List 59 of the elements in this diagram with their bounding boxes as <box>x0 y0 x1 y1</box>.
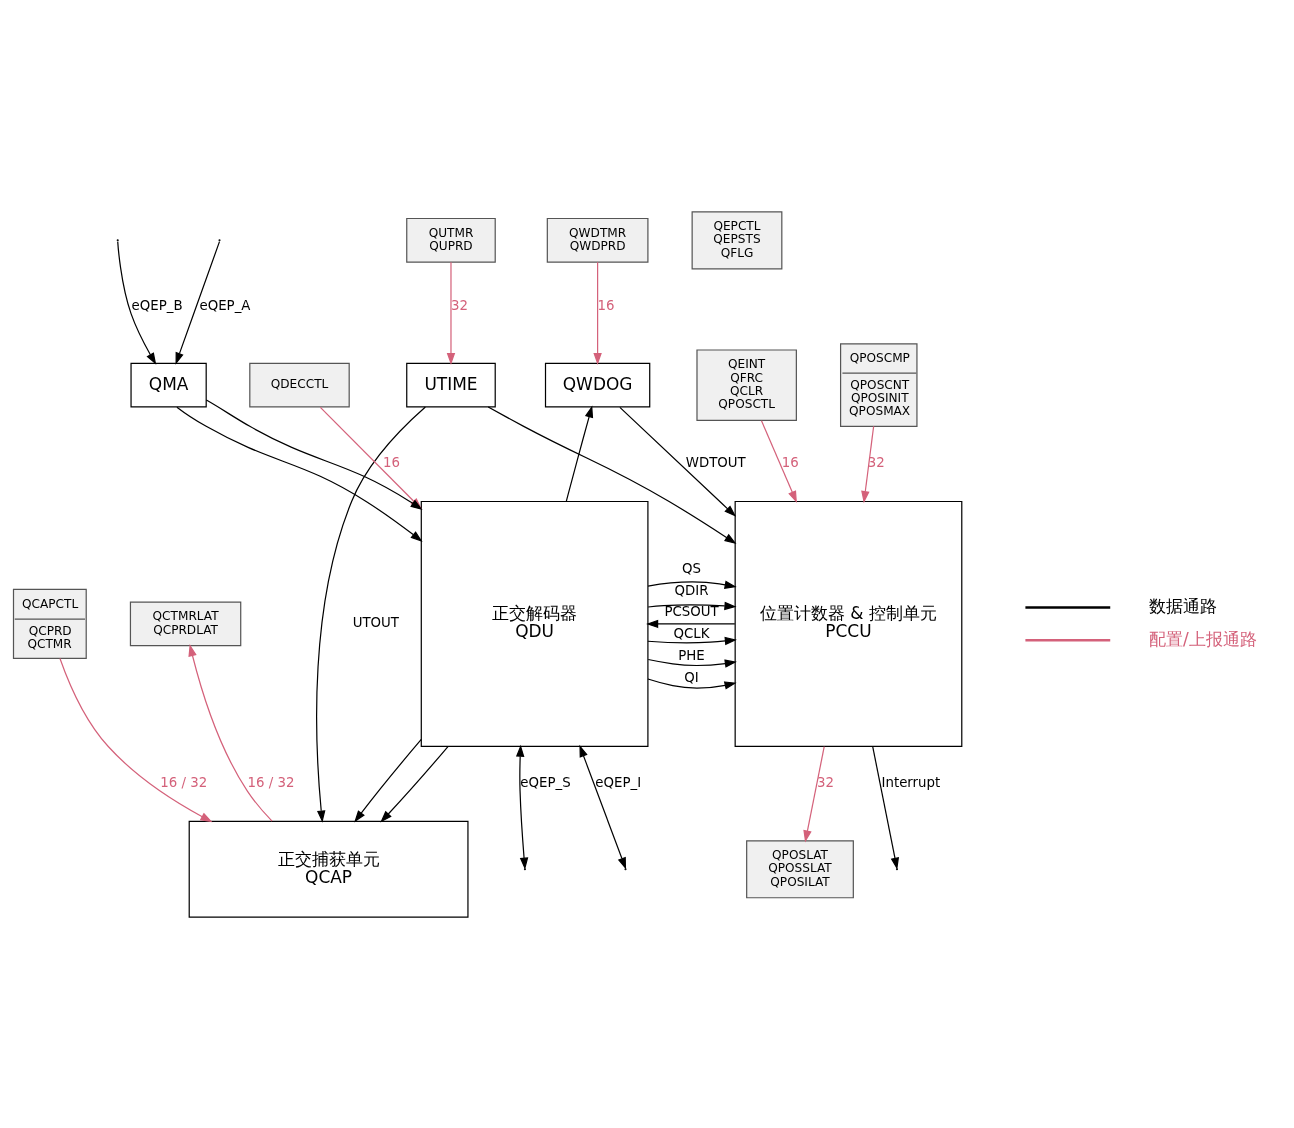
arrow <box>515 744 529 870</box>
node-box: QWDOG <box>544 362 651 408</box>
edge-label: eQEP_S <box>520 774 571 790</box>
arrow <box>579 744 627 870</box>
node-box: QEINT QFRC QCLR QPOSCTL <box>696 348 797 421</box>
edge-label: Interrupt <box>881 774 941 790</box>
node-box: QUTMR QUPRD <box>406 217 496 263</box>
node-box: QMA <box>130 362 207 408</box>
edge-label: WDTOUT <box>685 454 746 470</box>
edge-label: PCSOUT <box>664 603 719 619</box>
arrow <box>59 657 213 822</box>
arrow <box>188 643 273 822</box>
legend-label: 数据通路 <box>1149 595 1218 616</box>
arrow <box>487 406 737 544</box>
edge-label: PHE <box>678 647 705 663</box>
edge-label: eQEP_I <box>595 774 642 790</box>
arrow <box>565 405 594 502</box>
edge-label: QI <box>684 669 699 685</box>
node-box: 正交捕获单元 QCAP <box>188 820 469 918</box>
edge-label: 32 <box>450 297 468 313</box>
edge-label: QDIR <box>674 582 709 598</box>
edge-label: 32 <box>816 774 834 790</box>
arrow <box>760 419 797 503</box>
edge-label: QS <box>682 560 702 576</box>
legend-label: 配置/上报通路 <box>1149 628 1257 649</box>
arrow <box>872 745 900 870</box>
arrow <box>117 240 157 365</box>
node-box: 正交解码器 QDU <box>420 500 649 747</box>
arrow <box>175 240 221 365</box>
edge-label: 16 / 32 <box>160 774 208 790</box>
arrow <box>354 738 422 822</box>
arrow <box>593 261 602 365</box>
edge-label: 16 / 32 <box>247 774 295 790</box>
arrow <box>619 406 737 517</box>
edge-label: UTOUT <box>352 614 399 630</box>
arrow <box>446 261 456 365</box>
arrow <box>647 601 737 610</box>
arrow <box>861 425 875 503</box>
edge-label: 16 <box>597 297 615 313</box>
arrow <box>647 580 737 589</box>
arrow <box>647 636 737 645</box>
arrow <box>803 745 825 842</box>
node-box: UTIME <box>406 362 496 408</box>
node-box: QDECCTL <box>249 362 350 408</box>
edge-label: 16 <box>781 454 799 470</box>
edge-label: 16 <box>383 454 401 470</box>
node-box: QWDTMR QWDPRD <box>546 217 649 263</box>
arrow <box>380 745 449 823</box>
edge-label: eQEP_B <box>131 297 183 313</box>
arrow <box>647 677 737 690</box>
edge-label: eQEP_A <box>199 297 251 313</box>
node-box: QEPCTL QEPSTS QFLG <box>691 210 783 269</box>
node-box: QCTMRLAT QCPRDLAT <box>129 600 242 646</box>
edge-label: QCLK <box>673 625 710 641</box>
node-box: 位置计数器 & 控制单元 PCCU <box>734 500 963 747</box>
arrow <box>646 619 736 628</box>
edge-label: 32 <box>867 454 885 470</box>
node-box: QPOSLAT QPOSSLAT QPOSILAT <box>746 839 854 898</box>
arrow <box>647 658 737 668</box>
